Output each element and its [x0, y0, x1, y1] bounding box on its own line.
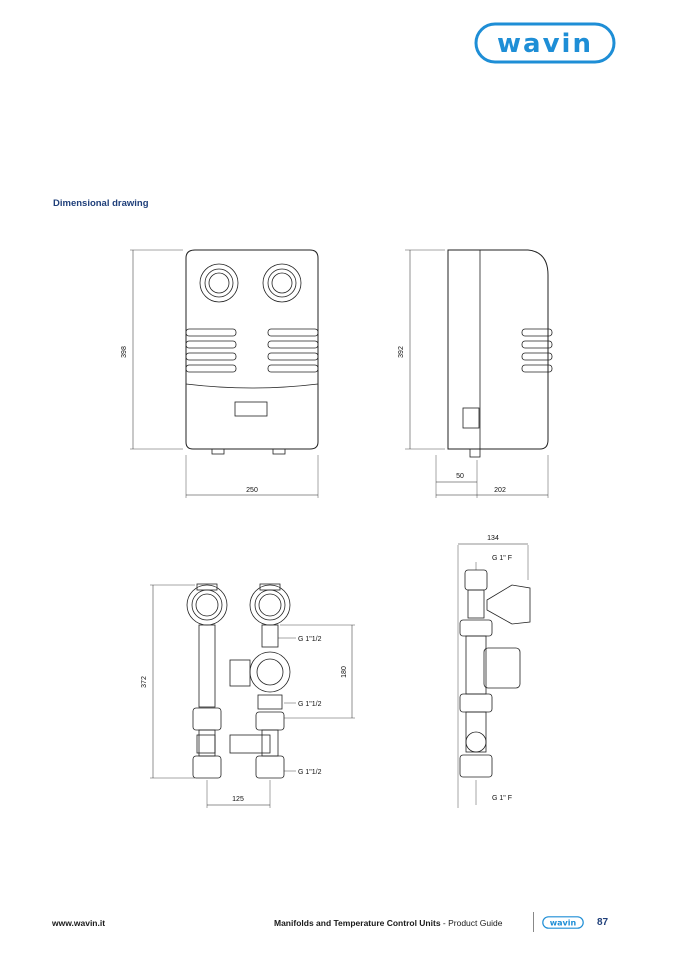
front-view: [130, 249, 319, 498]
dim-front-height: 398: [121, 346, 128, 358]
footer-doc-title-bold: Manifolds and Temperature Control Units: [274, 918, 441, 928]
footer-divider: [533, 912, 534, 932]
footer-url[interactable]: www.wavin.it: [52, 918, 106, 928]
footer-logo-text: wavin: [550, 919, 577, 928]
dim-right-width: 134: [487, 535, 499, 542]
footer-doc-title: Manifolds and Temperature Control Units …: [274, 918, 502, 928]
dim-bottom-mid-height: 180: [341, 666, 348, 678]
conn-g-top-f: G 1" F: [492, 555, 512, 562]
page-number: 87: [597, 917, 609, 928]
logo-text: wavin: [497, 29, 593, 59]
conn-g-upper: G 1"1/2: [298, 636, 322, 643]
dim-bottom-height: 372: [141, 676, 148, 688]
dim-front-width: 250: [246, 487, 258, 494]
footer-wavin-logo: wavin: [542, 916, 584, 929]
section-title: Dimensional drawing: [53, 198, 149, 209]
conn-g-bottom-f: G 1" F: [492, 795, 512, 802]
dim-side-depth: 202: [494, 487, 506, 494]
dim-side-offset: 50: [456, 473, 464, 480]
pump-group-side: [457, 543, 531, 808]
footer-doc-title-rest: - Product Guide: [440, 918, 503, 928]
conn-g-middle: G 1"1/2: [298, 701, 322, 708]
dim-side-height: 392: [398, 346, 405, 358]
dim-bottom-width: 125: [232, 796, 244, 803]
conn-g-lower: G 1"1/2: [298, 769, 322, 776]
wavin-logo: wavin: [474, 22, 616, 64]
pump-group-front: [150, 583, 355, 808]
side-view: [405, 249, 553, 498]
